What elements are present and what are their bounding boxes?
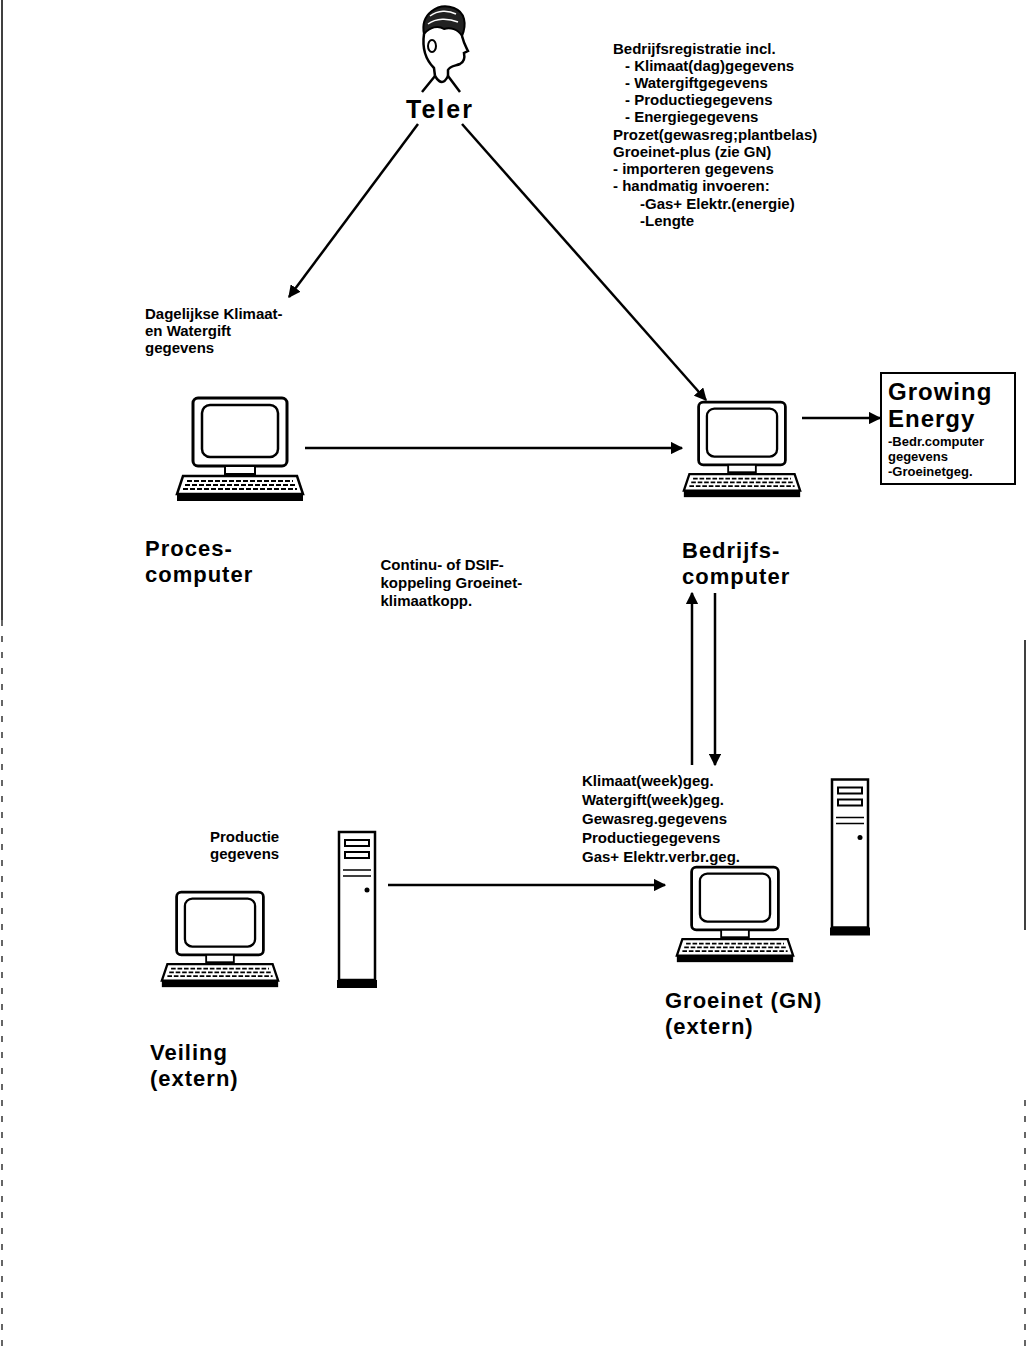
groeinet-computer-node: Klimaat(week)geg. Watergift(week)geg. Ge… [665,765,880,1040]
scan-border [1,620,2,1346]
arrow-connector [388,884,665,887]
registration-item: Groeinet-plus (zie GN) [613,143,771,160]
grower-node: Teler [385,2,495,124]
auction-computer-node: Productie gegevensVeiling (extern) [148,828,388,1092]
pc-icon [177,398,303,501]
connector-label: Continu- of DSIF-koppeling Groeinet-klim… [379,555,563,611]
registration-item: - Productiegegevens [625,91,773,108]
node-text: Groeinet (GN) (extern) [665,988,840,1040]
registration-item: -Gas+ Elektr.(energie) [640,195,795,212]
arrow-connector [802,417,880,420]
registration-item: -Lengte [640,212,694,229]
scan-border [1,0,3,620]
computer-illustration [410,2,470,94]
arrow-connector [305,447,682,450]
process-computer-node: Dagelijkse Klimaat-en Watergift gegevens… [145,297,305,588]
registration-item: - Watergiftgegevens [625,74,768,91]
computer-illustration [175,396,305,506]
node-text: -Bedr.computer gegevens [888,434,1008,464]
node-text: Bedrijfs- computer [682,538,790,590]
scan-border [1024,1100,1025,1346]
pc-icon [162,892,278,987]
node-text: Dagelijkse Klimaat-en Watergift gegevens [145,305,295,356]
registration-item: Prozet(gewasreg;plantbelas) [613,126,817,143]
registration-item: - handmatig invoeren: [613,177,770,194]
pc-icon [684,402,800,497]
node-text: Klimaat(week)geg. Watergift(week)geg. Ge… [582,765,754,866]
arrow-connector [691,593,694,765]
node-text: Teler [385,94,495,124]
computer-illustration [682,400,802,502]
registration-item: Bedrijfsregistratie incl. [613,40,776,57]
registration-item: - importeren gegevens [613,160,774,177]
registration-item: - Energiegegevens [625,108,758,125]
arrow-connector [289,124,418,297]
output-box: Growing Energy-Bedr.computer gegevens-Gr… [880,372,1016,485]
node-text: Growing Energy [888,378,1008,432]
head-icon [422,6,468,92]
node-text: Veiling (extern) [150,1040,280,1092]
registration-item: - Klimaat(dag)gegevens [625,57,794,74]
node-text: Productie gegevens [210,828,290,862]
tower-icon [337,832,377,988]
pc-icon [677,867,793,962]
tower-icon [830,780,870,936]
node-text: -Groeinetgeg. [888,464,1008,479]
arrow-connector [714,593,717,765]
scan-border [1024,640,1026,930]
node-text: Proces- computer [145,536,253,588]
business-computer-node: Bedrijfs- computer [682,400,802,590]
